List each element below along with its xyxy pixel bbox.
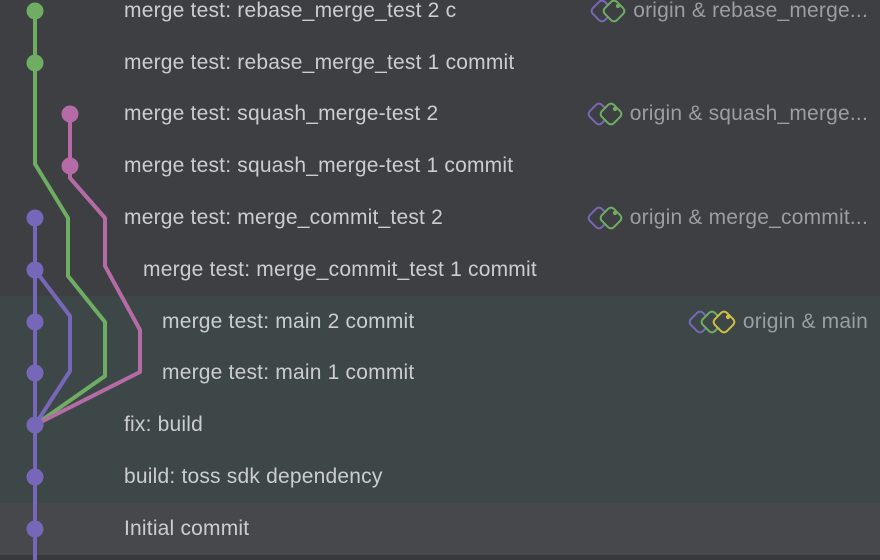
commit-message: merge test: main 2 commit [162,310,415,333]
tags-icon [589,0,627,26]
commit-message: fix: build [124,413,204,436]
branch-tag-group: origin & rebase_merge... [589,0,880,26]
tag-label: origin & main [742,310,868,333]
tags-icon [687,307,737,337]
tag-label: origin & merge_commit... [629,206,868,229]
commit-row[interactable]: merge test: rebase_merge_test 1 commit [0,37,880,89]
commit-row-active[interactable]: Initial commit [0,503,880,555]
commit-row-selected[interactable]: fix: build [0,399,880,451]
commit-message: Initial commit [124,517,250,540]
tag-label: origin & rebase_merge... [633,0,868,22]
panel-bottom-edge [0,555,880,560]
commit-row[interactable]: merge test: squash_merge-test 1 commit [0,140,880,192]
commit-row[interactable]: merge test: squash_merge-test 2 origin &… [0,88,880,140]
branch-tag-group: origin & squash_merge... [586,99,880,129]
commit-row[interactable]: merge test: merge_commit_test 2 origin &… [0,192,880,244]
commit-message: merge test: main 1 commit [162,361,415,384]
commit-row[interactable]: merge test: rebase_merge_test 2 c origin… [0,0,880,37]
tags-icon [586,203,624,233]
branch-tag-group: origin & main [687,307,880,337]
commit-row-selected[interactable]: merge test: main 1 commit [0,347,880,399]
tag-label: origin & squash_merge... [629,102,868,125]
commit-message: merge test: rebase_merge_test 2 c [124,0,457,22]
commit-message: merge test: squash_merge-test 1 commit [124,154,514,177]
commit-row[interactable]: merge test: merge_commit_test 1 commit [0,244,880,296]
branch-tag-group: origin & merge_commit... [586,203,880,233]
commit-message: build: toss sdk dependency [124,465,383,488]
tags-icon [586,99,624,129]
commit-message: merge test: squash_merge-test 2 [124,102,439,125]
commit-message: merge test: merge_commit_test 2 [124,206,443,229]
commit-row-selected[interactable]: build: toss sdk dependency [0,451,880,503]
commit-row-selected[interactable]: merge test: main 2 commit origin & main [0,296,880,348]
commit-message: merge test: merge_commit_test 1 commit [143,258,537,281]
commit-message: merge test: rebase_merge_test 1 commit [124,51,515,74]
